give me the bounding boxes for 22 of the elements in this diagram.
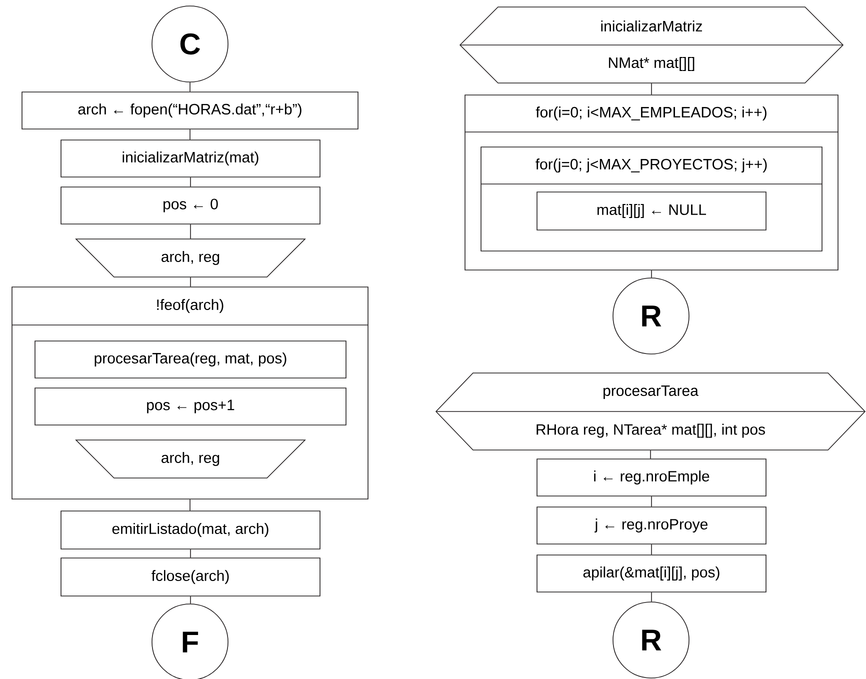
process-box: pos ← 0 bbox=[60, 186, 320, 224]
connector-line bbox=[190, 177, 191, 187]
connector-line bbox=[651, 592, 652, 602]
connector-line bbox=[190, 596, 191, 604]
connector-line bbox=[651, 544, 652, 555]
process-box: apilar(&mat[i][j], pos) bbox=[536, 554, 766, 592]
connector-line bbox=[190, 277, 191, 287]
process-box: procesarTarea(reg, mat, pos) bbox=[34, 340, 346, 378]
connector-line bbox=[651, 496, 652, 507]
process-box: inicializarMatriz(mat) bbox=[60, 140, 320, 178]
connector-line bbox=[651, 83, 652, 95]
process-box: mat[i][j] ← NULL bbox=[536, 192, 766, 230]
process-box: arch ← fopen(“HORAS.dat”,“r+b”) bbox=[22, 92, 358, 130]
process-box: fclose(arch) bbox=[60, 558, 320, 596]
connector-line bbox=[651, 270, 652, 278]
connector-line bbox=[190, 224, 191, 239]
process-box: emitirListado(mat, arch) bbox=[60, 510, 320, 550]
process-box: pos ← pos+1 bbox=[34, 388, 346, 426]
process-box: j ← reg.nroProye bbox=[536, 506, 766, 544]
connector-line bbox=[190, 549, 191, 558]
process-box: i ← reg.nroEmple bbox=[536, 458, 766, 496]
connector-line bbox=[650, 450, 651, 459]
